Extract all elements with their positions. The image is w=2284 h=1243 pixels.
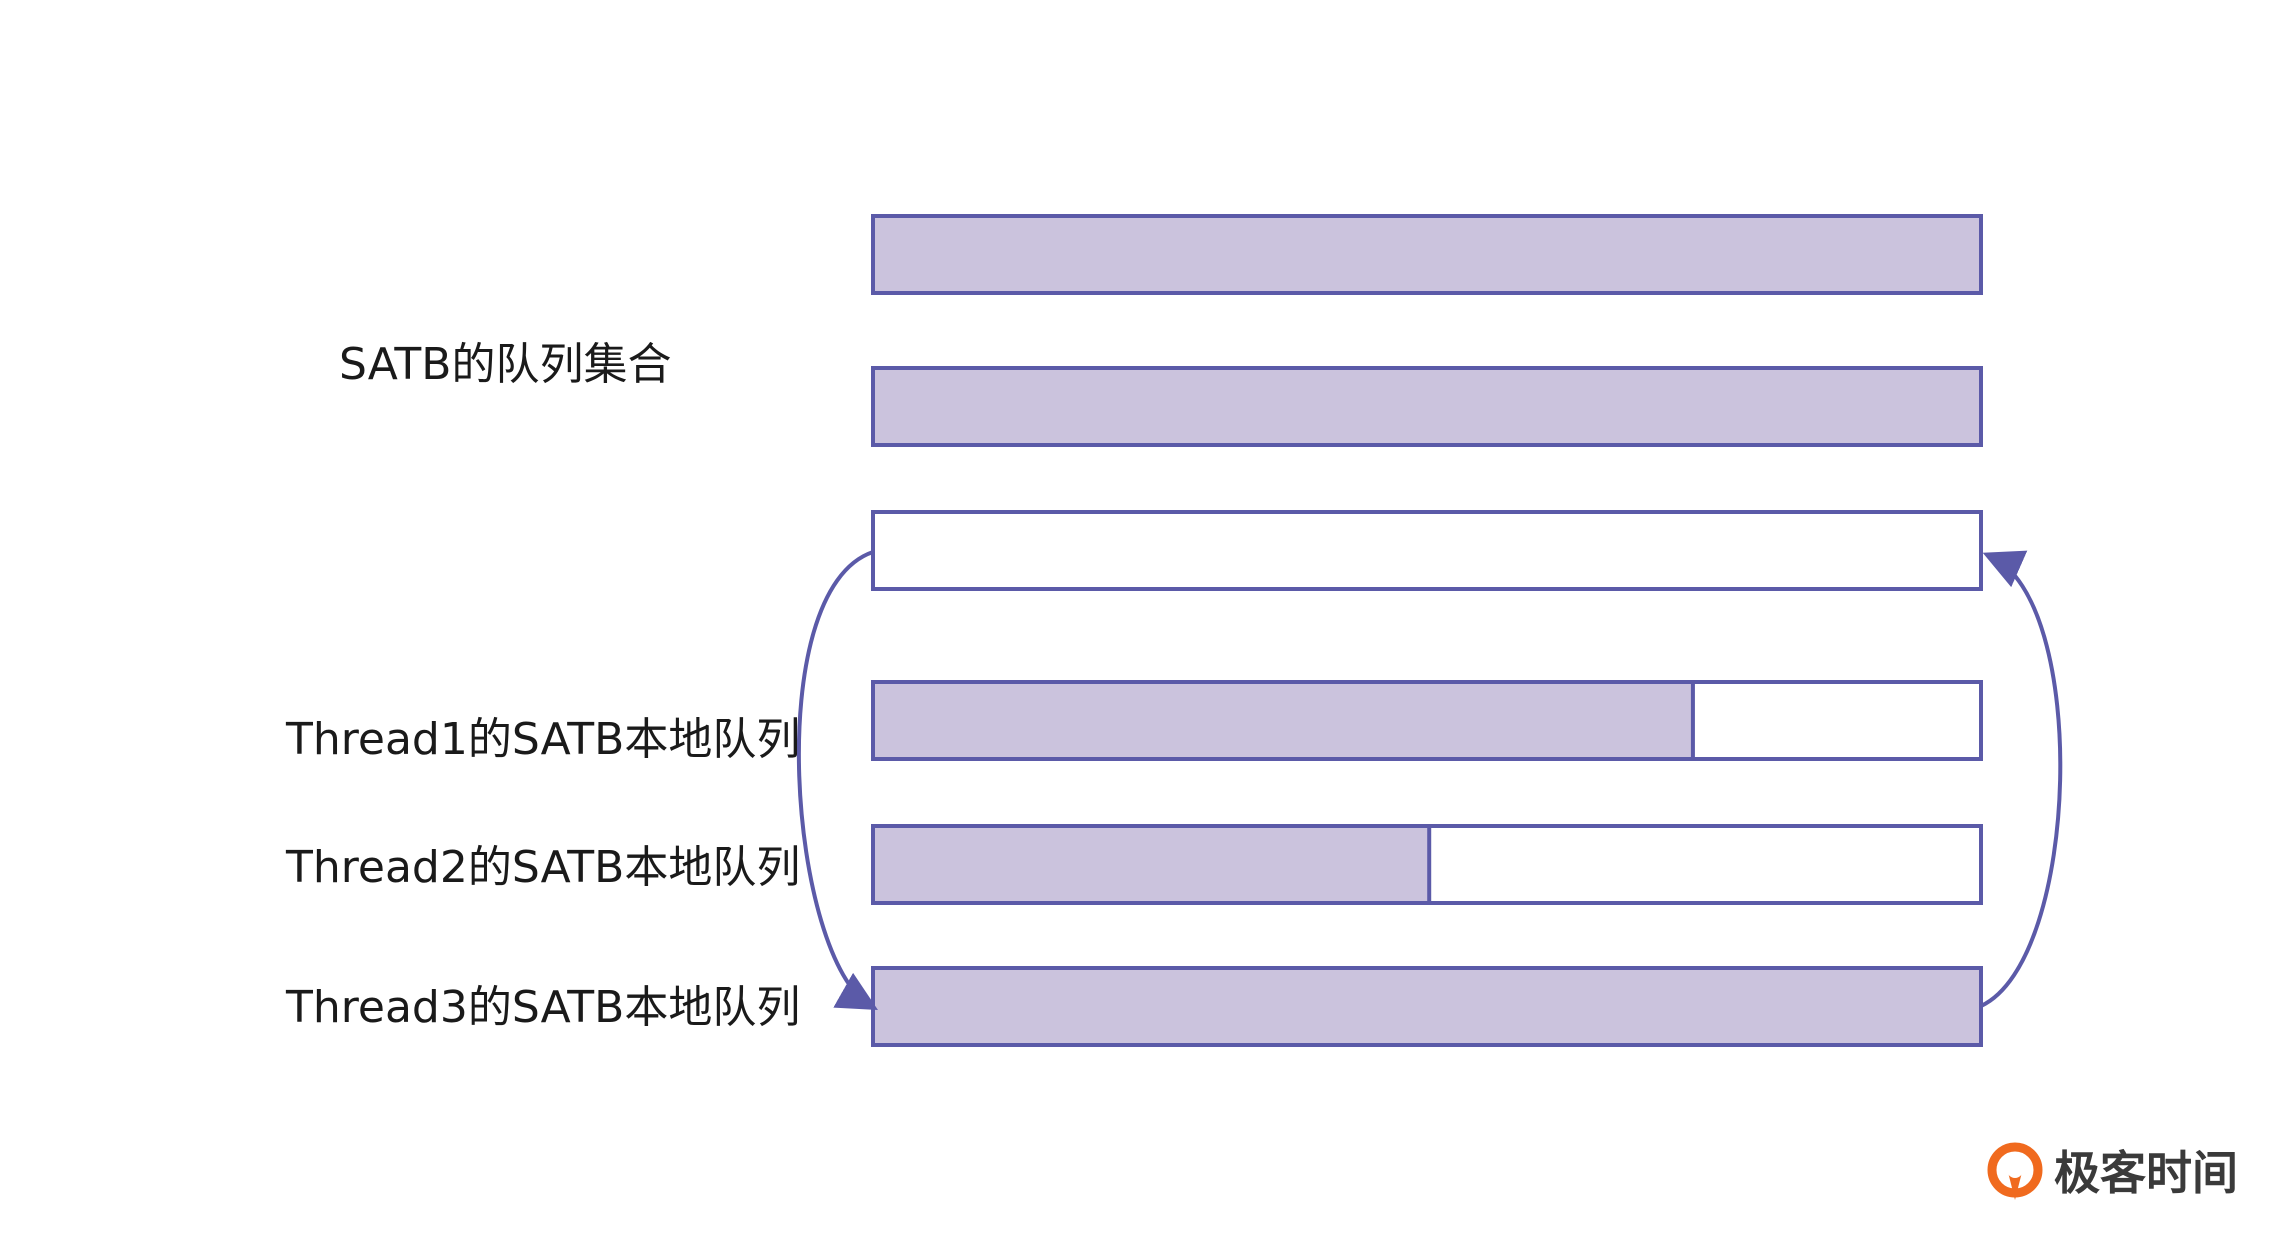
- queue-background: [873, 512, 1981, 589]
- set-queue-1: [871, 214, 1983, 295]
- thread1-queue-label: Thread1的SATB本地队列: [286, 714, 801, 765]
- thread1-queue: [871, 680, 1983, 761]
- queue-border: [871, 366, 1983, 447]
- thread3-queue-label: Thread3的SATB本地队列: [286, 982, 801, 1033]
- geektime-logo-icon: [1987, 1142, 2043, 1200]
- queue-border: [871, 214, 1983, 295]
- queue-border: [871, 680, 1983, 761]
- queue-filled-portion: [873, 826, 1430, 903]
- queue-set-label: SATB的队列集合: [339, 339, 672, 390]
- queue-filled-portion: [873, 368, 1981, 445]
- thread2-queue: [871, 824, 1983, 905]
- left-arrow-curve: [796, 550, 878, 1010]
- thread3-queue: [871, 966, 1983, 1047]
- set-queue-2: [871, 366, 1983, 447]
- set-queue-3: [871, 510, 1983, 591]
- queue-filled-portion: [873, 682, 1693, 759]
- thread2-queue-label: Thread2的SATB本地队列: [286, 842, 801, 893]
- brand-logo: 极客时间: [1986, 1142, 2238, 1204]
- brand-name: 极客时间: [2054, 1146, 2238, 1200]
- queue-border: [871, 824, 1983, 905]
- queue-filled-portion: [873, 216, 1981, 293]
- queue-border: [871, 510, 1983, 591]
- right-arrow-curve: [1980, 550, 2063, 1008]
- queue-filled-portion: [873, 968, 1981, 1045]
